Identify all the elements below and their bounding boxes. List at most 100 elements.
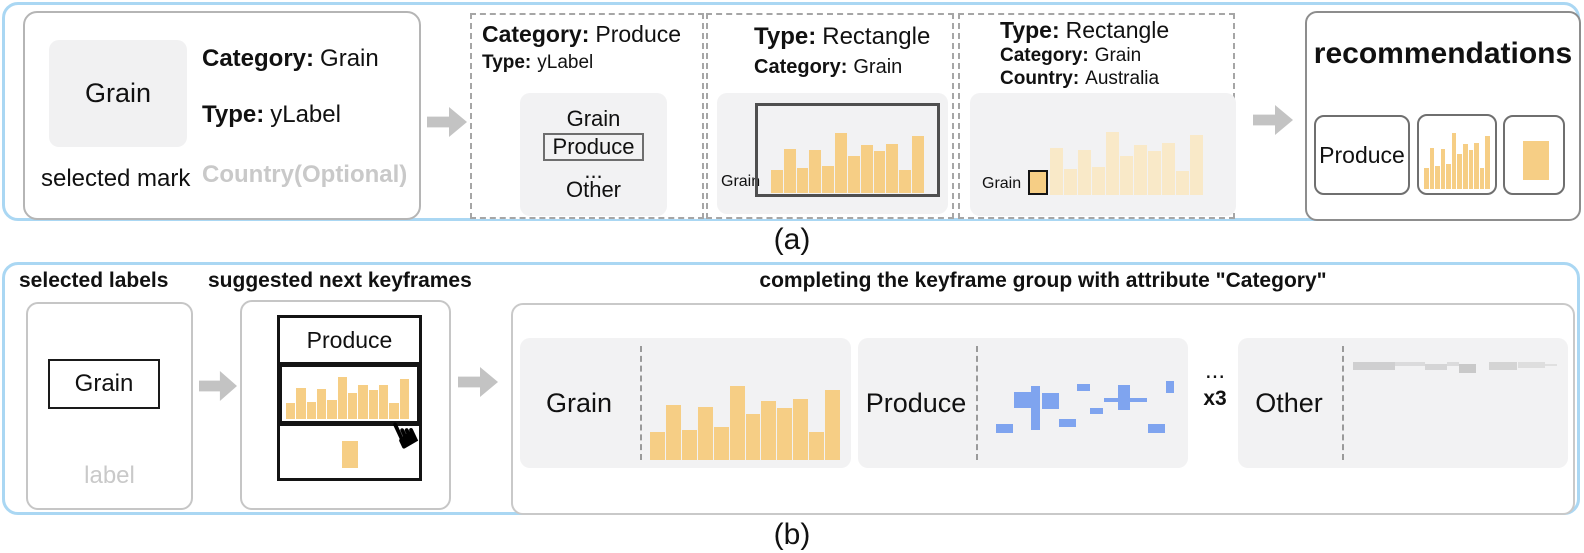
- mark: [1395, 361, 1426, 366]
- bar: [399, 379, 409, 419]
- bar: [809, 150, 822, 193]
- keyframe-group-box: Grain Produce ... x3 Other: [511, 303, 1575, 515]
- group-grain-label: Grain: [545, 387, 613, 418]
- group-produce-marks: [980, 343, 1185, 463]
- selected-mark-caption: selected mark: [41, 165, 191, 192]
- recommendation-card-bar: [1503, 115, 1565, 195]
- list-ellipsis: ...: [584, 157, 603, 183]
- step3-line2: Category:Grain: [1000, 45, 1141, 67]
- group-card-produce: Produce: [858, 338, 1188, 468]
- bar: [1429, 147, 1435, 189]
- bar: [1451, 133, 1457, 189]
- mark: [1058, 418, 1076, 427]
- mark: [1130, 398, 1148, 403]
- bar: [745, 414, 761, 460]
- group-card-grain: Grain: [520, 338, 851, 468]
- step3-rectangle-box: Type:Rectangle Category:Grain Country:Au…: [958, 13, 1236, 219]
- arrow-right-icon: [199, 371, 237, 401]
- bar: [327, 400, 337, 419]
- bar: [697, 407, 713, 460]
- field-country-optional: Country(Optional): [202, 161, 408, 188]
- bar: [1148, 150, 1161, 195]
- step2-chart-card: Grain: [717, 93, 948, 214]
- divider-dashed: [976, 346, 978, 460]
- list-item-grain: Grain: [566, 105, 621, 131]
- bar: [1106, 132, 1119, 195]
- mark: [1459, 363, 1477, 373]
- arrow-right-icon: [458, 367, 498, 397]
- bar: [665, 405, 681, 460]
- field-type-value: yLabel: [270, 101, 341, 128]
- divider-dashed: [640, 346, 642, 460]
- bar: [899, 170, 912, 193]
- step2-title-key: Type:: [754, 23, 817, 50]
- step3-title-key: Type:: [1000, 17, 1060, 43]
- bar: [1440, 149, 1446, 189]
- arrow-right-icon: [1253, 105, 1293, 135]
- mark: [1518, 361, 1546, 368]
- step1-subtitle: Type:yLabel: [482, 52, 593, 74]
- group-times-label: x3: [1203, 387, 1227, 410]
- step3-line2-value: Grain: [1094, 45, 1142, 66]
- keyframe-single-bar-mark: [341, 441, 358, 468]
- step3-line3: Country:Australia: [1000, 68, 1159, 90]
- heading-suggested-keyframes: suggested next keyframes: [208, 269, 472, 292]
- step3-chart-card: Grain: [970, 93, 1236, 216]
- bar: [796, 168, 809, 193]
- bar: [1078, 150, 1091, 195]
- bar: [783, 148, 796, 193]
- step3-line3-value: Australia: [1085, 68, 1160, 89]
- mark: [1545, 363, 1558, 366]
- step2-bar-chart: [771, 133, 924, 193]
- bar: [809, 431, 825, 460]
- bar: [873, 151, 886, 193]
- bar: [729, 386, 745, 460]
- bar: [713, 426, 729, 460]
- bar: [1134, 144, 1147, 195]
- recommendations-box: recommendations Produce: [1305, 11, 1581, 221]
- group-card-other: Other: [1238, 338, 1568, 468]
- step1-title-value: Produce: [595, 21, 682, 47]
- recommendation-mini-bar-chart: [1424, 133, 1490, 189]
- bar: [835, 133, 847, 193]
- bar: [316, 389, 327, 419]
- keyframe-single-bar: [277, 423, 422, 481]
- bar: [1479, 167, 1485, 189]
- mark: [1148, 424, 1166, 433]
- step3-title-value: Rectangle: [1065, 17, 1170, 43]
- field-type: Type:yLabel: [202, 101, 341, 129]
- bar: [1190, 135, 1203, 195]
- recommendation-card-chart: [1417, 114, 1497, 195]
- keyframe-produce: Produce: [277, 315, 422, 365]
- bar: [1424, 167, 1429, 189]
- step1-subtitle-value: yLabel: [537, 52, 594, 73]
- mark: [1014, 391, 1032, 408]
- field-category: Category:Grain: [202, 45, 379, 73]
- mark: [1447, 361, 1460, 366]
- bar: [337, 377, 347, 419]
- bar: [378, 384, 389, 419]
- panel-a: Grain Category:Grain Type:yLabel Country…: [2, 2, 1581, 221]
- selected-label-grain: Grain: [48, 359, 160, 409]
- bar: [681, 429, 697, 460]
- mark: [1352, 361, 1396, 370]
- step1-title-key: Category:: [482, 21, 590, 47]
- mark: [1425, 363, 1448, 370]
- step3-line2-key: Category:: [1000, 45, 1089, 66]
- bar: [286, 403, 296, 419]
- bar: [1162, 143, 1175, 195]
- bar: [1463, 144, 1468, 189]
- bar: [777, 408, 793, 460]
- step1-subtitle-key: Type:: [482, 52, 532, 73]
- group-other-label: Other: [1255, 387, 1323, 418]
- list-item-other: Other: [565, 177, 622, 203]
- selected-mark-card: Grain: [49, 40, 187, 147]
- selected-label-muted: label: [84, 462, 135, 489]
- step1-title: Category:Produce: [482, 21, 681, 48]
- step3-axis-label: Grain: [982, 175, 1022, 192]
- step2-subtitle-key: Category:: [754, 56, 848, 78]
- bar: [1446, 163, 1451, 189]
- step2-title-value: Rectangle: [822, 23, 931, 50]
- bar: [389, 403, 399, 419]
